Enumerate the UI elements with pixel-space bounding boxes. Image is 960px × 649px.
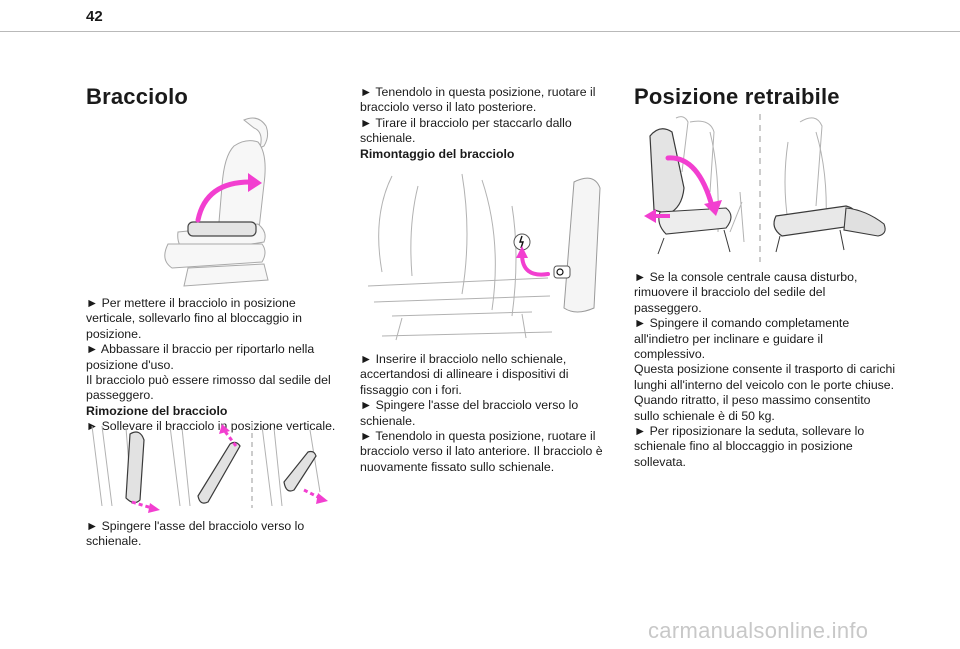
- armrest-removal-illustrations: [91, 424, 328, 513]
- paragraph-9: ► Spingere l'asse del bracciolo verso lo…: [360, 398, 579, 428]
- paragraph-3: Il bracciolo può essere rimosso dal sedi…: [86, 373, 331, 403]
- subheading-removal: Rimozione del bracciolo: [86, 403, 228, 418]
- paragraph-1: ► Per mettere il bracciolo in posizione …: [86, 296, 302, 341]
- armrest-refit-illustration: [367, 173, 601, 341]
- seat-armrest-raise-illustration: [164, 117, 269, 287]
- page-number: 42: [86, 8, 103, 25]
- paragraph-15: ► Per riposizionare la seduta, sollevare…: [634, 424, 865, 469]
- header-rule: [0, 31, 960, 32]
- paragraph-8: ► Inserire il bracciolo nello schienale,…: [360, 352, 569, 397]
- paragraph-6: ► Tenendolo in questa posizione, ruotare…: [360, 85, 596, 115]
- paragraph-12: ► Spingere il comando completamente all'…: [634, 316, 850, 362]
- armrest-instructions-1: ► Per mettere il bracciolo in posizione …: [86, 296, 348, 435]
- armrest-instructions-2: ► Spingere l'asse del bracciolo verso lo…: [86, 519, 348, 550]
- retractable-seat-illustration: [644, 114, 886, 262]
- section-heading-retractable: Posizione retraibile: [634, 84, 840, 109]
- paragraph-2: ► Abbassare il braccio per riportarlo ne…: [86, 342, 315, 372]
- paragraph-7: ► Tirare il bracciolo per staccarlo dall…: [360, 115, 572, 146]
- paragraph-11: ► Se la console centrale causa disturbo,…: [634, 270, 858, 315]
- armrest-instructions-3: ► Tenendolo in questa posizione, ruotare…: [360, 85, 616, 162]
- paragraph-5: ► Spingere l'asse del bracciolo verso lo…: [86, 519, 305, 549]
- paragraph-14: Quando ritratto, il peso massimo consent…: [634, 393, 871, 423]
- armrest-instructions-4: ► Inserire il bracciolo nello schienale,…: [360, 352, 616, 475]
- subheading-refit: Rimontaggio del bracciolo: [360, 146, 515, 161]
- paragraph-4: ► Sollevare il bracciolo in posizione ve…: [86, 419, 336, 434]
- retractable-instructions: ► Se la console centrale causa disturbo,…: [634, 270, 896, 470]
- watermark: carmanualsonline.info: [648, 618, 869, 643]
- paragraph-10: ► Tenendolo in questa posizione, ruotare…: [360, 429, 603, 474]
- paragraph-13: Questa posizione consente il trasporto d…: [634, 362, 896, 392]
- section-heading-armrest: Bracciolo: [86, 84, 189, 109]
